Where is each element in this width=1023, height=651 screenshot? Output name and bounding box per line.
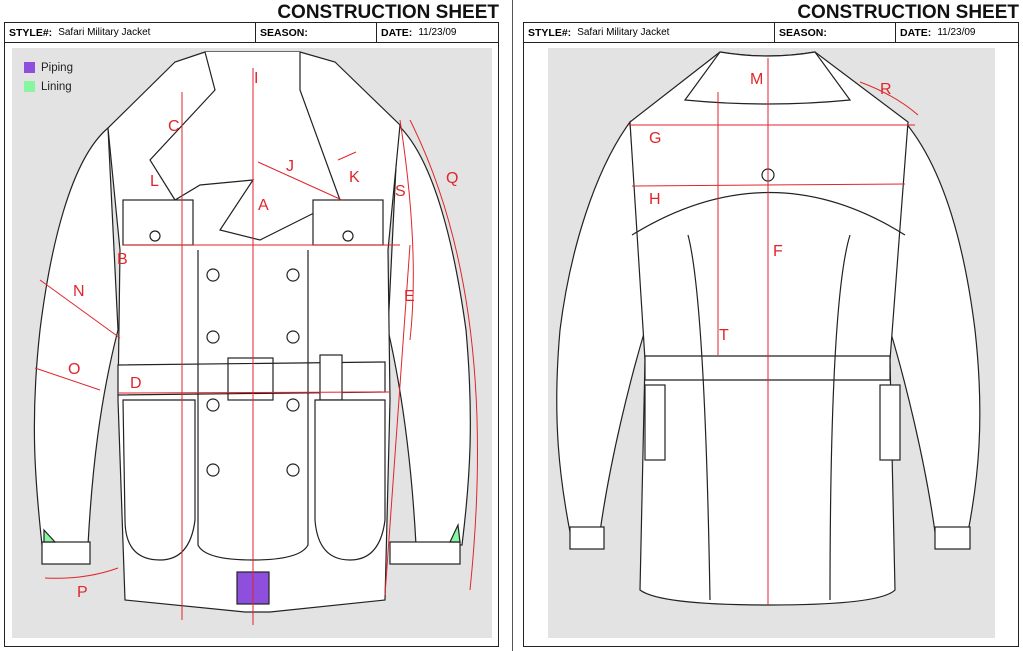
date-field: DATE: 11/23/09 (377, 23, 498, 42)
back-labels: M R G H F T (649, 71, 892, 344)
left-sleeve (33, 126, 119, 546)
point-D: D (130, 375, 142, 392)
front-measure-lines (34, 68, 478, 625)
date-value: 11/23/09 (937, 27, 976, 38)
point-F: F (773, 243, 783, 260)
legend-label: Piping (41, 61, 73, 74)
season-field: SEASON: (256, 23, 377, 42)
point-L: L (150, 173, 159, 190)
back-measure-lines (628, 58, 919, 605)
point-J: J (286, 158, 294, 175)
right-sleeve (387, 123, 471, 546)
date-value: 11/23/09 (418, 27, 457, 38)
point-T: T (719, 327, 729, 344)
date-field: DATE: 11/23/09 (896, 23, 1018, 42)
point-M: M (750, 71, 763, 88)
season-field: SEASON: (775, 23, 896, 42)
style-label: STYLE#: (528, 26, 572, 39)
right-pocket (314, 399, 386, 561)
back-left-pocket (644, 384, 666, 461)
point-C: C (168, 118, 180, 135)
legend-label: Lining (41, 80, 72, 93)
legend-lining: Lining (24, 77, 73, 96)
front-frame (4, 41, 499, 647)
front-labels: I C J K L A S Q B E N O D P (68, 70, 458, 601)
style-value: Safari Military Jacket (577, 27, 670, 38)
point-H: H (649, 191, 661, 208)
back-left-cuff (569, 526, 605, 550)
header-row: STYLE#: Safari Military Jacket SEASON: DA… (4, 22, 499, 43)
legend-piping: Piping (24, 58, 73, 77)
style-label: STYLE#: (9, 26, 53, 39)
point-B: B (117, 251, 128, 268)
belt-loop (319, 354, 343, 401)
point-Q: Q (446, 170, 458, 187)
front-jacket (33, 51, 471, 613)
header-row-back: STYLE#: Safari Military Jacket SEASON: DA… (523, 22, 1019, 43)
style-field: STYLE#: Safari Military Jacket (524, 23, 775, 42)
back-left-sleeve (556, 120, 646, 533)
left-pocket (122, 399, 196, 561)
back-right-cuff (934, 526, 971, 550)
back-right-pocket (879, 384, 901, 461)
belt (117, 361, 386, 396)
back-right-sleeve (889, 120, 981, 533)
sheet-title-back: CONSTRUCTION SHEET (797, 2, 1019, 23)
style-value: Safari Military Jacket (58, 27, 151, 38)
back-body (629, 51, 909, 606)
point-P: P (77, 584, 88, 601)
point-O: O (68, 361, 80, 378)
sheet-title: CONSTRUCTION SHEET (277, 2, 499, 23)
back-frame (523, 41, 1019, 647)
belt-buckle (227, 357, 274, 401)
legend: Piping Lining (24, 58, 73, 96)
point-S: S (395, 183, 406, 200)
lining-swatch (24, 81, 35, 92)
point-K: K (349, 169, 360, 186)
season-label: SEASON: (260, 26, 308, 39)
point-N: N (73, 283, 85, 300)
point-I: I (254, 70, 258, 87)
style-field: STYLE#: Safari Military Jacket (5, 23, 256, 42)
buttons (149, 230, 354, 477)
season-label: SEASON: (779, 26, 827, 39)
left-cuff (41, 541, 91, 565)
date-label: DATE: (381, 26, 413, 39)
point-A: A (258, 197, 269, 214)
date-label: DATE: (900, 26, 932, 39)
point-E: E (404, 288, 415, 305)
piping-swatch (24, 62, 35, 73)
point-G: G (649, 130, 661, 147)
sheet-divider (512, 0, 513, 651)
right-cuff (389, 541, 461, 565)
point-R: R (880, 81, 892, 98)
